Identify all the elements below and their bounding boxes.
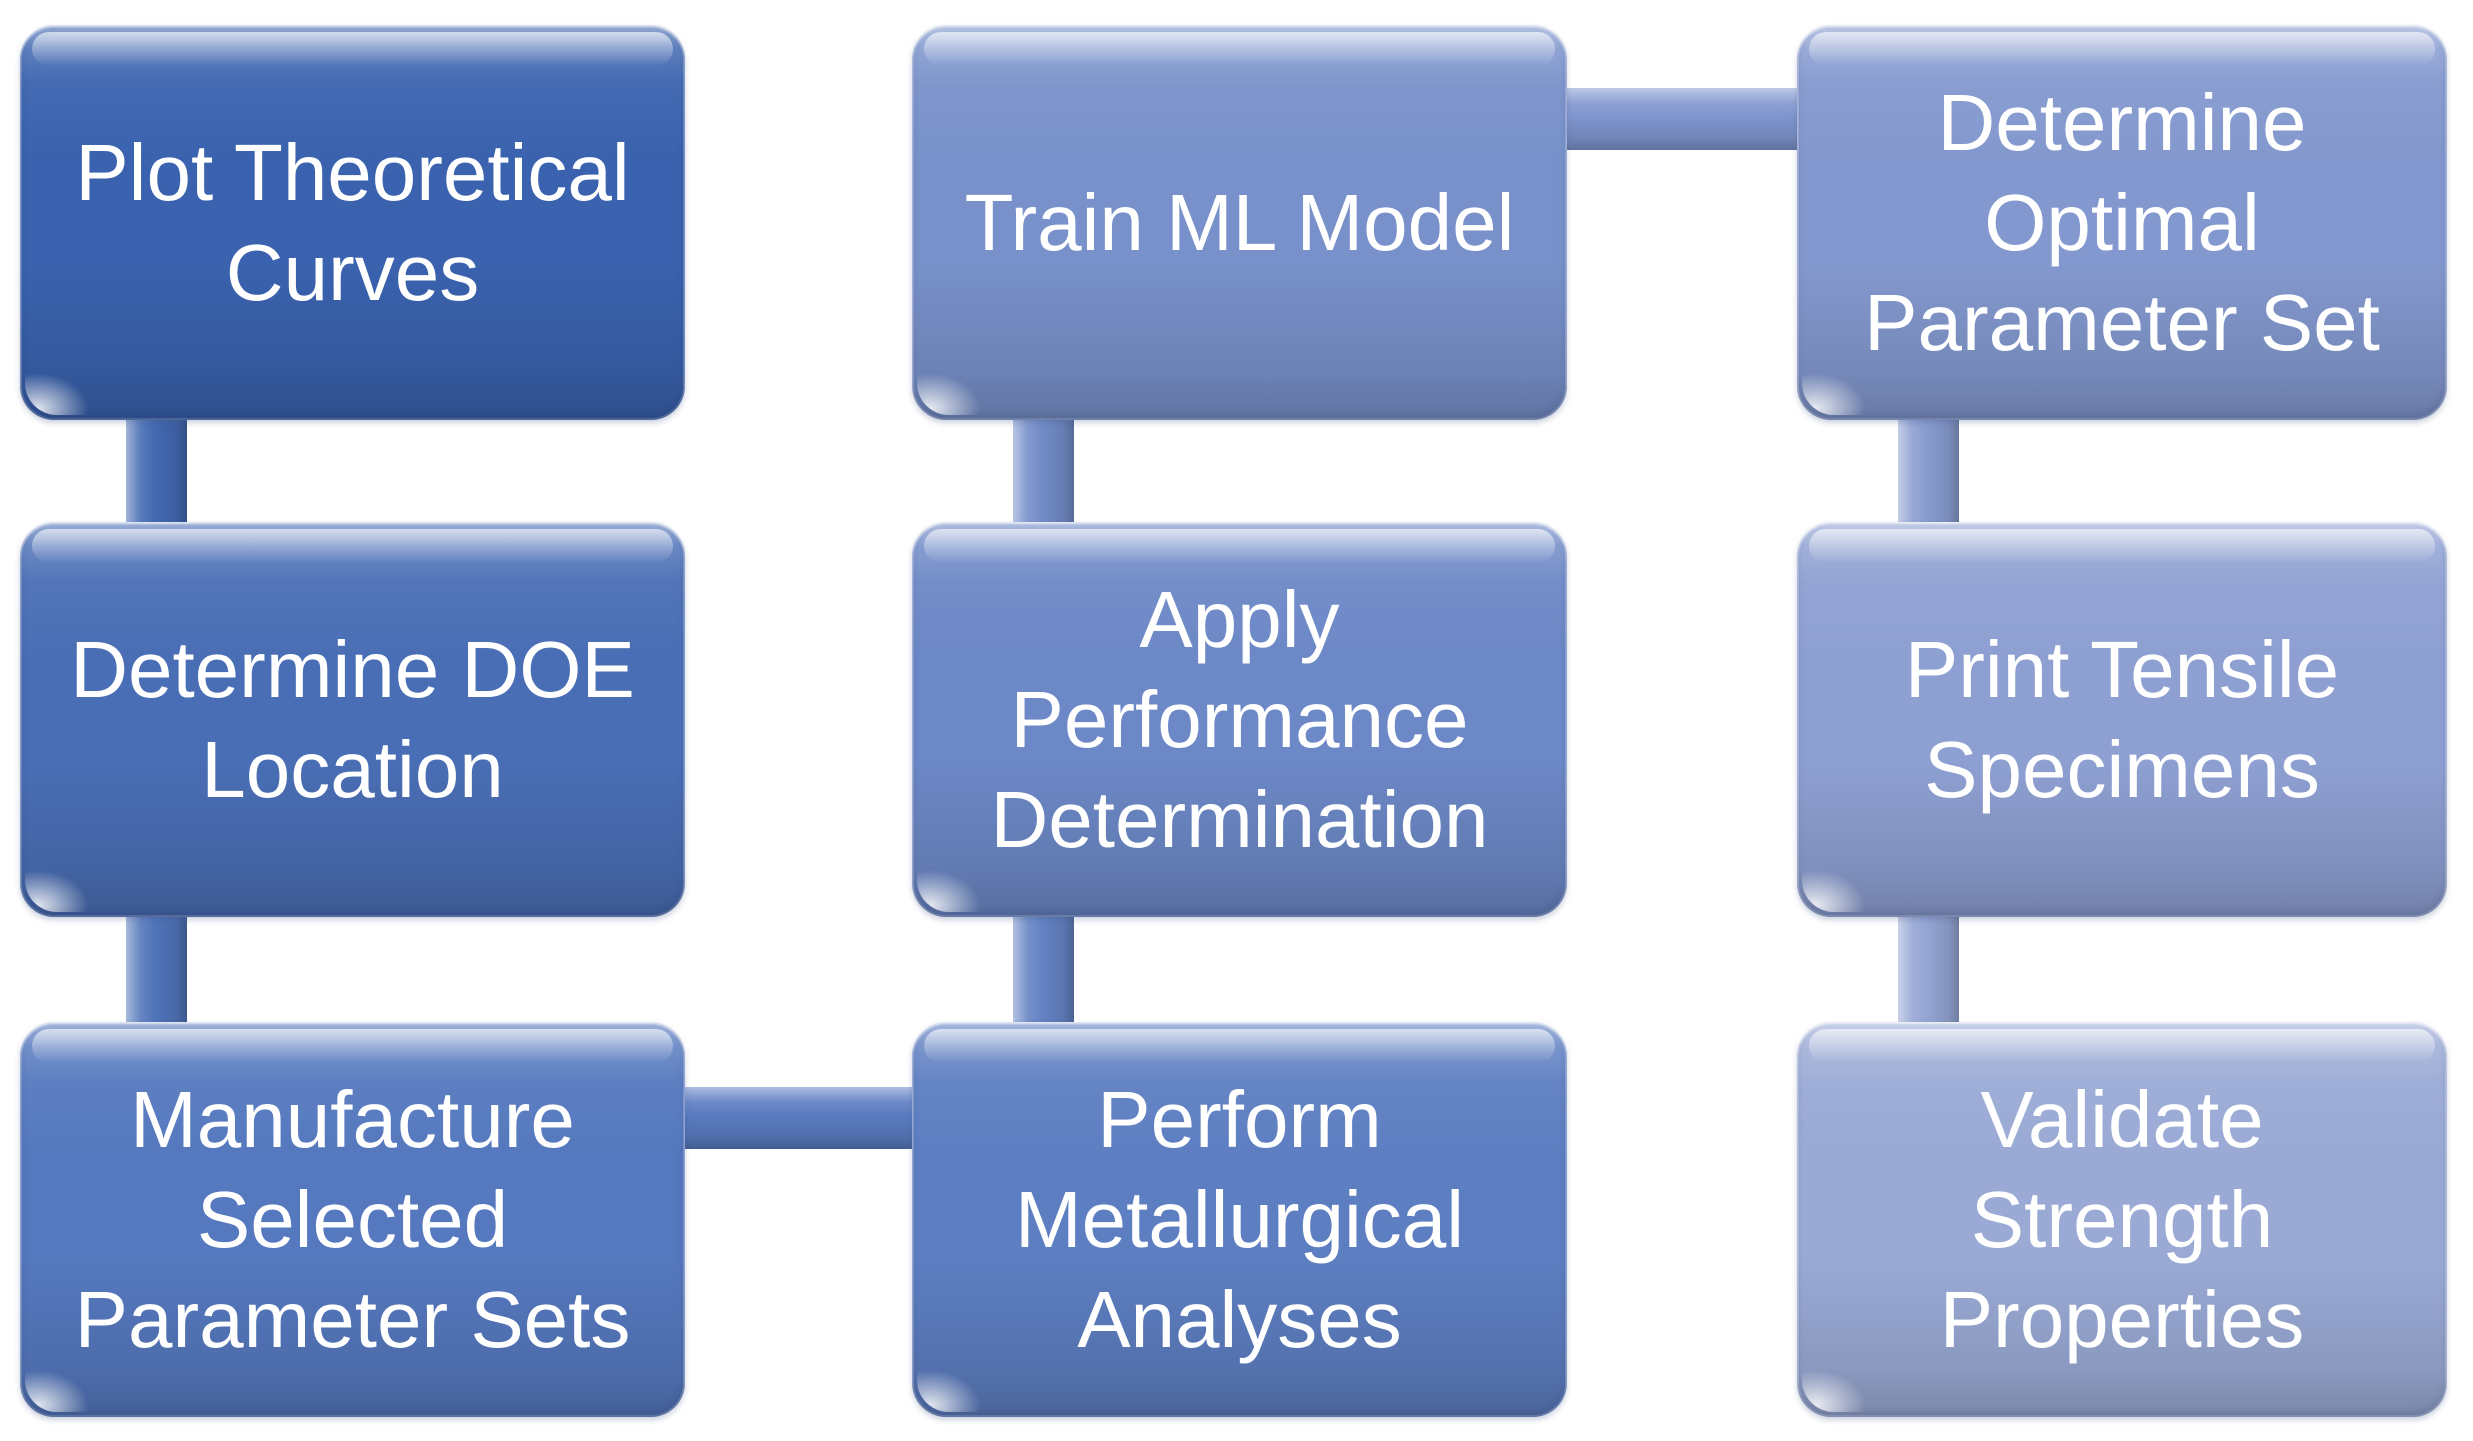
node-plot-theoretical-curves: Plot Theoretical Curves — [20, 25, 685, 420]
node-manufacture-selected-parameter-sets: Manufacture Selected Parameter Sets — [20, 1022, 685, 1417]
connector-step8-step9 — [1898, 901, 1959, 1038]
connector-step4-step5 — [1013, 901, 1074, 1038]
node-train-ml-model: Train ML Model — [912, 25, 1567, 420]
connector-step5-step6 — [1013, 404, 1074, 538]
connector-step7-step8 — [1898, 404, 1959, 538]
node-label: Apply Performance Determination — [990, 574, 1489, 864]
node-label: Validate Strength Properties — [1939, 1074, 2305, 1364]
node-label: Manufacture Selected Parameter Sets — [74, 1074, 631, 1364]
node-perform-metallurgical-analyses: Perform Metallurgical Analyses — [912, 1022, 1567, 1417]
node-determine-doe-location: Determine DOE Location — [20, 522, 685, 917]
node-validate-strength-properties: Validate Strength Properties — [1797, 1022, 2447, 1417]
node-apply-performance-determination: Apply Performance Determination — [912, 522, 1567, 917]
connector-step2-step3 — [126, 901, 187, 1038]
node-label: Determine Optimal Parameter Set — [1864, 77, 2380, 367]
connector-step6-step7 — [1545, 88, 1821, 150]
node-label: Train ML Model — [964, 177, 1515, 267]
node-print-tensile-specimens: Print Tensile Specimens — [1797, 522, 2447, 917]
connector-step1-step2 — [126, 404, 187, 538]
node-label: Print Tensile Specimens — [1904, 624, 2340, 814]
node-label: Determine DOE Location — [70, 624, 635, 814]
node-label: Perform Metallurgical Analyses — [1014, 1074, 1465, 1364]
node-determine-optimal-parameter-set: Determine Optimal Parameter Set — [1797, 25, 2447, 420]
node-label: Plot Theoretical Curves — [75, 127, 630, 317]
connector-step3-step4 — [662, 1087, 936, 1149]
